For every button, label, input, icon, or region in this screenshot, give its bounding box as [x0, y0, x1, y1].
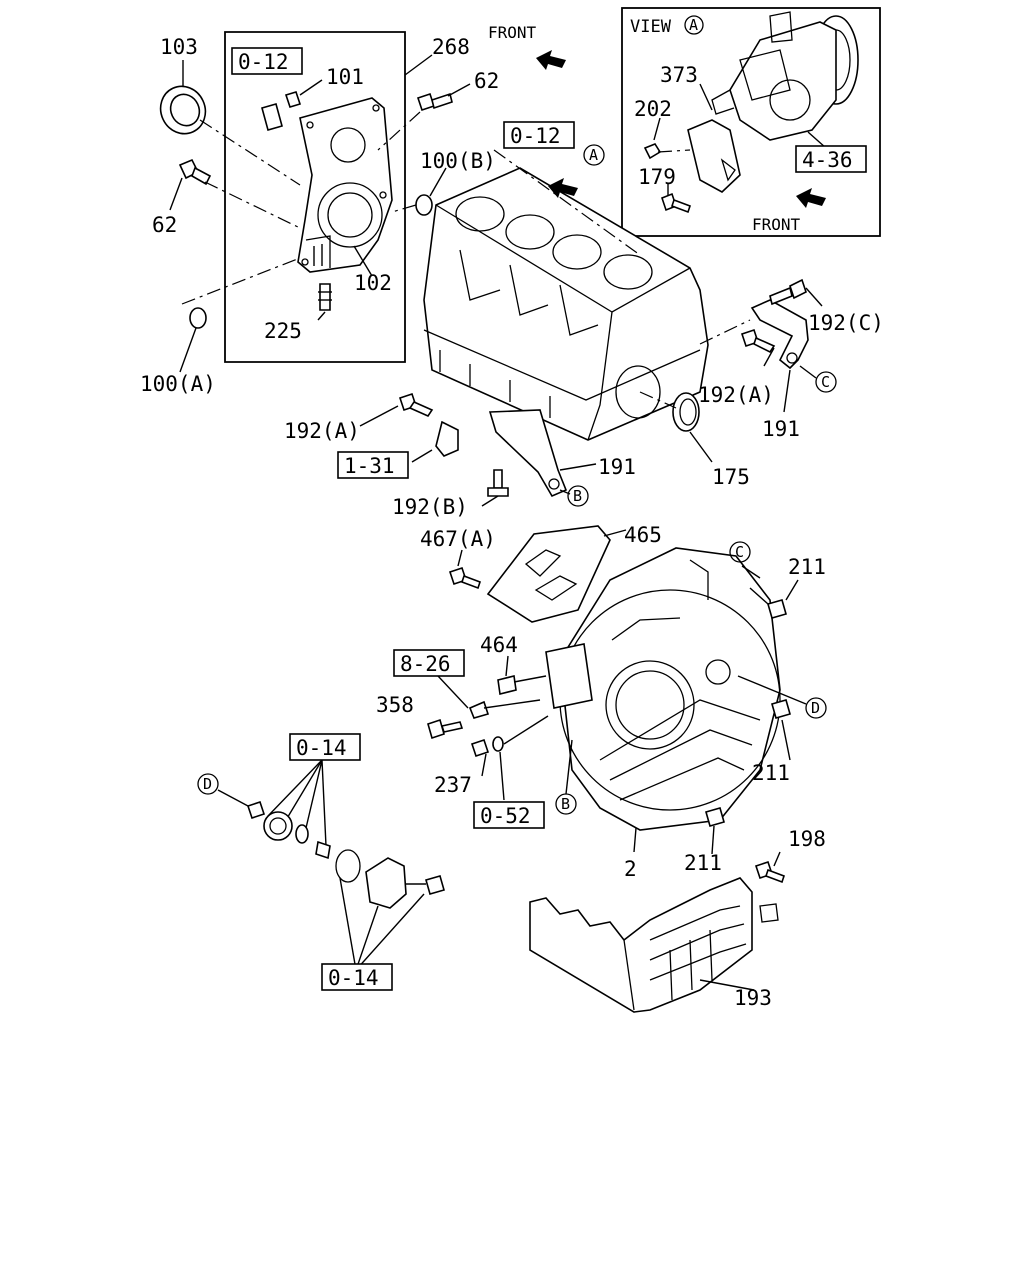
ref-0-12-mid: 0-12 [510, 124, 561, 148]
front-label-inset: FRONT [752, 215, 801, 234]
marker-b-left: B [573, 487, 582, 505]
clip-1-31 [435, 420, 459, 457]
label-192b: 192(B) [392, 495, 468, 519]
stud-225 [317, 283, 332, 321]
front-cover-plate [297, 97, 393, 273]
ref-box-0-12-top[interactable] [231, 47, 303, 75]
sensor-101 [261, 79, 323, 131]
view-label: VIEW [630, 17, 672, 37]
bracket-191-right [750, 299, 809, 370]
ref-box-0-12-mid[interactable] [503, 121, 575, 149]
ref-0-52: 0-52 [480, 804, 531, 828]
marker-c-right: C [821, 373, 830, 391]
label-193: 193 [734, 986, 772, 1010]
ref-box-0-52[interactable] [473, 801, 545, 829]
flywheel-housing-group: C D B 467(A) 465 211 464 358 211 237 2 2… [376, 523, 827, 881]
label-2: 2 [624, 857, 637, 881]
injection-pump [711, 11, 859, 141]
label-237: 237 [434, 773, 472, 797]
oil-seal-175: 175 [639, 391, 750, 489]
bolt-211-mid [771, 699, 791, 719]
ref-box-4-36[interactable] [795, 145, 867, 173]
label-102: 102 [354, 271, 392, 295]
cylinder-block: 0-12 A [423, 121, 709, 441]
bolt-211-top [767, 599, 787, 619]
label-62-left: 62 [152, 213, 177, 237]
ref-box-0-14-bot[interactable] [321, 963, 393, 991]
label-211-mid: 211 [752, 761, 790, 785]
o-ring-100a [189, 307, 207, 329]
ref-1-31: 1-31 [344, 454, 395, 478]
label-179: 179 [638, 165, 676, 189]
front-cover-group: 103 268 101 62 62 102 225 100(A) 100(B) … [140, 31, 499, 396]
label-373: 373 [660, 63, 698, 87]
oil-seal-103 [159, 60, 301, 186]
ref-box-8-26[interactable] [393, 649, 465, 677]
cover-193-group: 198 193 [529, 827, 826, 1013]
label-101: 101 [326, 65, 364, 89]
cover-193 [529, 877, 753, 1013]
nut-202 [643, 143, 662, 160]
view-marker: A [689, 16, 698, 34]
ref-4-36: 4-36 [802, 148, 853, 172]
marker-b-housing: B [561, 795, 570, 813]
label-191-left: 191 [598, 455, 636, 479]
label-192c: 192(C) [808, 311, 884, 335]
bolt-62-right [377, 83, 471, 151]
label-464: 464 [480, 633, 518, 657]
plate-465 [486, 525, 611, 623]
marker-d-housing: D [811, 699, 820, 717]
label-198: 198 [788, 827, 826, 851]
label-62-right: 62 [474, 69, 499, 93]
front-label-top: FRONT [488, 23, 537, 42]
gear-group: 0-14 D 0-14 [197, 733, 445, 991]
marker-d-gear: D [203, 775, 212, 793]
front-arrow-top: FRONT [488, 23, 566, 70]
label-268: 268 [432, 35, 470, 59]
label-211-bot: 211 [684, 851, 722, 875]
ref-box-0-14-top[interactable] [289, 733, 361, 761]
bracket-right-group: C 192(C) 192(A) 191 [698, 278, 884, 441]
bracket-373 [687, 119, 741, 193]
label-211-top: 211 [788, 555, 826, 579]
ref-box-1-31[interactable] [337, 451, 409, 479]
label-225: 225 [264, 319, 302, 343]
housing-2 [559, 547, 781, 831]
bracket-left-group: B 192(A) 191 192(B) 1-31 [284, 392, 636, 519]
ref-0-12-top: 0-12 [238, 50, 289, 74]
label-358: 358 [376, 693, 414, 717]
gear-0-14 [263, 811, 293, 841]
marker-c-housing: C [735, 543, 744, 561]
label-467a: 467(A) [420, 527, 496, 551]
label-191-right: 191 [762, 417, 800, 441]
bolt-62-left [169, 158, 301, 229]
label-103: 103 [160, 35, 198, 59]
bracket-191-left [488, 409, 568, 498]
ref-0-14-bot: 0-14 [328, 966, 379, 990]
label-202: 202 [634, 97, 672, 121]
label-192a-left: 192(A) [284, 419, 360, 443]
ref-8-26: 8-26 [400, 652, 451, 676]
marker-a-block: A [589, 146, 598, 164]
label-192a-right: 192(A) [698, 383, 774, 407]
bolt-211-bot [705, 807, 725, 827]
label-100a: 100(A) [140, 372, 216, 396]
cover-0-14 [365, 857, 407, 909]
ref-0-14-top: 0-14 [296, 736, 347, 760]
o-ring-100b [415, 194, 433, 216]
view-a-inset: VIEW A 373 202 179 4-36 FRON [621, 7, 881, 237]
label-175: 175 [712, 465, 750, 489]
label-465: 465 [624, 523, 662, 547]
label-100b: 100(B) [420, 149, 496, 173]
